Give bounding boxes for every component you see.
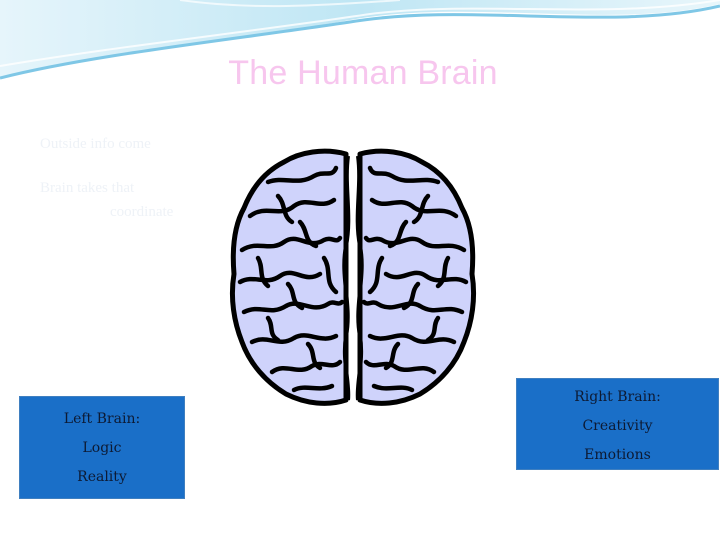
left-brain-trait: Logic: [82, 440, 122, 456]
left-brain-heading: Left Brain:: [63, 411, 141, 427]
right-brain-heading: Right Brain:: [574, 389, 661, 405]
left-brain-box: Left Brain: Logic Reality: [19, 396, 185, 499]
faint-text-line: coordinate: [110, 204, 174, 220]
right-brain-box: Right Brain: Creativity Emotions: [516, 378, 719, 470]
right-brain-trait: Emotions: [584, 447, 651, 463]
left-brain-trait: Reality: [77, 469, 127, 485]
slide-title: The Human Brain: [228, 54, 498, 92]
right-brain-trait: Creativity: [582, 418, 653, 434]
brain-illustration: [229, 148, 477, 406]
header-wave-decoration: [0, 0, 720, 80]
faint-text-line: Brain takes that: [40, 180, 135, 196]
faint-text-line: Outside info come: [40, 136, 151, 152]
